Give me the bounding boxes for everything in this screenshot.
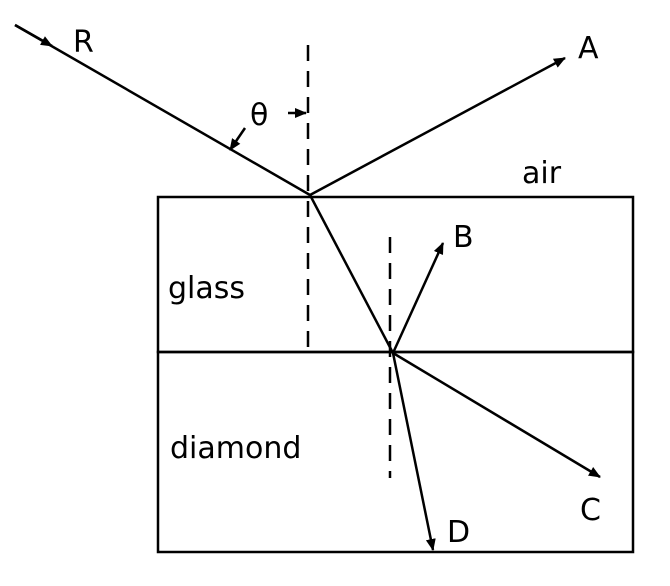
ray-r-arrowhead [14,23,53,48]
label-c: C [580,493,601,528]
ray-r [14,23,311,197]
ray-glass [308,194,395,354]
ray-b [391,242,445,354]
label-air: air [522,156,562,191]
label-r: R [73,25,94,60]
label-b: B [453,220,474,255]
ray-d [391,352,436,551]
angle-arrow-left [228,127,247,151]
ray-a [309,56,566,197]
diamond-layer [156,350,635,554]
label-diamond: diamond [170,431,301,466]
label-a: A [578,31,599,66]
label-glass: glass [168,271,245,306]
ray-c [392,351,601,479]
label-d: D [447,515,470,550]
label-theta: θ [250,98,268,133]
